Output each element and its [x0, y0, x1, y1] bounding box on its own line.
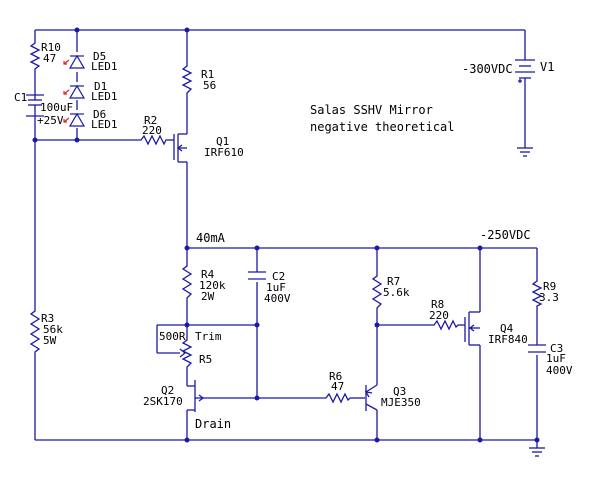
label-r6-ref: R6: [329, 370, 342, 383]
label-c3-rating: 400V: [546, 364, 573, 377]
r5-trimpot-symbol: [179, 335, 193, 372]
label-q4-part: IRF840: [488, 333, 528, 346]
c1-symbol: [26, 94, 44, 117]
label-r2-value: 220: [142, 124, 162, 137]
ground-symbol-output: [529, 447, 545, 457]
r4-symbol: [181, 260, 193, 302]
current-label: 40mA: [196, 231, 226, 245]
c3-symbol: [528, 344, 546, 353]
output-voltage-label: -250VDC: [480, 228, 531, 242]
label-q2-drain: Drain: [195, 417, 231, 431]
c2-symbol: [248, 271, 266, 280]
label-r9-value: 3.3: [539, 291, 559, 304]
label-c1-value: 100uF: [40, 101, 73, 114]
label-r7-value: 5.6k: [383, 286, 410, 299]
q3-bjt-symbol: [364, 384, 378, 411]
label-c1-ref: C1: [14, 91, 27, 104]
label-r9-ref: R9: [543, 280, 556, 293]
r10-symbol: [29, 38, 41, 72]
label-r10-ref: R10: [41, 41, 61, 54]
label-d6-value: LED1: [91, 118, 118, 131]
q4-mosfet-symbol: [464, 311, 480, 346]
label-r5-ref: R5: [199, 353, 212, 366]
r2-symbol: [137, 134, 168, 146]
label-c2-ref: C2: [272, 270, 285, 283]
label-d5-value: LED1: [91, 60, 118, 73]
r1-symbol: [181, 60, 193, 100]
label-d1-ref: D1: [94, 80, 107, 93]
q2-jfet-symbol: [186, 378, 205, 412]
label-d6-ref: D6: [93, 108, 106, 121]
annotations: Salas SSHV Mirror negative theoretical 4…: [196, 103, 531, 245]
label-r4-rating: 2W: [201, 290, 215, 303]
d5-led-symbol: [63, 54, 86, 69]
label-r3-rating: 5W: [43, 334, 57, 347]
r6-symbol: [322, 392, 351, 404]
v1-battery-symbol: [515, 59, 535, 84]
label-q1-ref: Q1: [216, 135, 229, 148]
d1-led-symbol: [63, 84, 86, 99]
label-r1-ref: R1: [201, 68, 214, 81]
label-c2-value: 1uF: [266, 281, 286, 294]
component-labels: R10 47 D5 LED1 D1 LED1 D6 LED1 C1 100uF …: [14, 41, 573, 431]
label-q2-ref: Q2: [161, 384, 174, 397]
label-r5-value: 500R: [159, 330, 186, 343]
label-r10-value: 47: [43, 52, 56, 65]
label-r3-ref: R3: [41, 312, 54, 325]
ground-symbol-battery: [517, 147, 533, 157]
wires: [34, 29, 538, 448]
r9-symbol: [531, 276, 543, 308]
label-v1-ref: V1: [540, 60, 554, 74]
title-line-1: Salas SSHV Mirror: [310, 103, 433, 117]
label-r4-ref: R4: [201, 268, 215, 281]
label-c2-rating: 400V: [264, 292, 291, 305]
label-r8-value: 220: [429, 309, 449, 322]
q1-mosfet-symbol: [173, 133, 187, 163]
label-q1-part: IRF610: [204, 146, 244, 159]
r3-symbol: [29, 305, 41, 355]
label-r3-value: 56k: [43, 323, 63, 336]
label-r6-value: 47: [331, 380, 344, 393]
r7-symbol: [371, 270, 383, 312]
label-r5-trim: Trim: [195, 330, 222, 343]
label-r7-ref: R7: [387, 275, 400, 288]
label-q4-ref: Q4: [500, 322, 514, 335]
label-r4-value: 120k: [199, 279, 226, 292]
label-q2-part: 2SK170: [143, 395, 183, 408]
label-q3-ref: Q3: [393, 385, 406, 398]
d6-led-symbol: [63, 112, 86, 127]
title-line-2: negative theoretical: [310, 120, 455, 134]
r8-symbol: [430, 319, 459, 331]
label-q3-part: MJE350: [381, 396, 421, 409]
label-r1-value: 56: [203, 79, 216, 92]
label-r8-ref: R8: [431, 298, 444, 311]
label-d5-ref: D5: [93, 50, 106, 63]
junction-dots: [32, 27, 540, 443]
label-r2-ref: R2: [144, 114, 157, 127]
label-v1-value: -300VDC: [462, 62, 513, 76]
label-c3-value: 1uF: [546, 352, 566, 365]
label-c1-rating: +25V: [37, 114, 64, 127]
label-c3-ref: C3: [550, 342, 563, 355]
label-d1-value: LED1: [91, 90, 118, 103]
